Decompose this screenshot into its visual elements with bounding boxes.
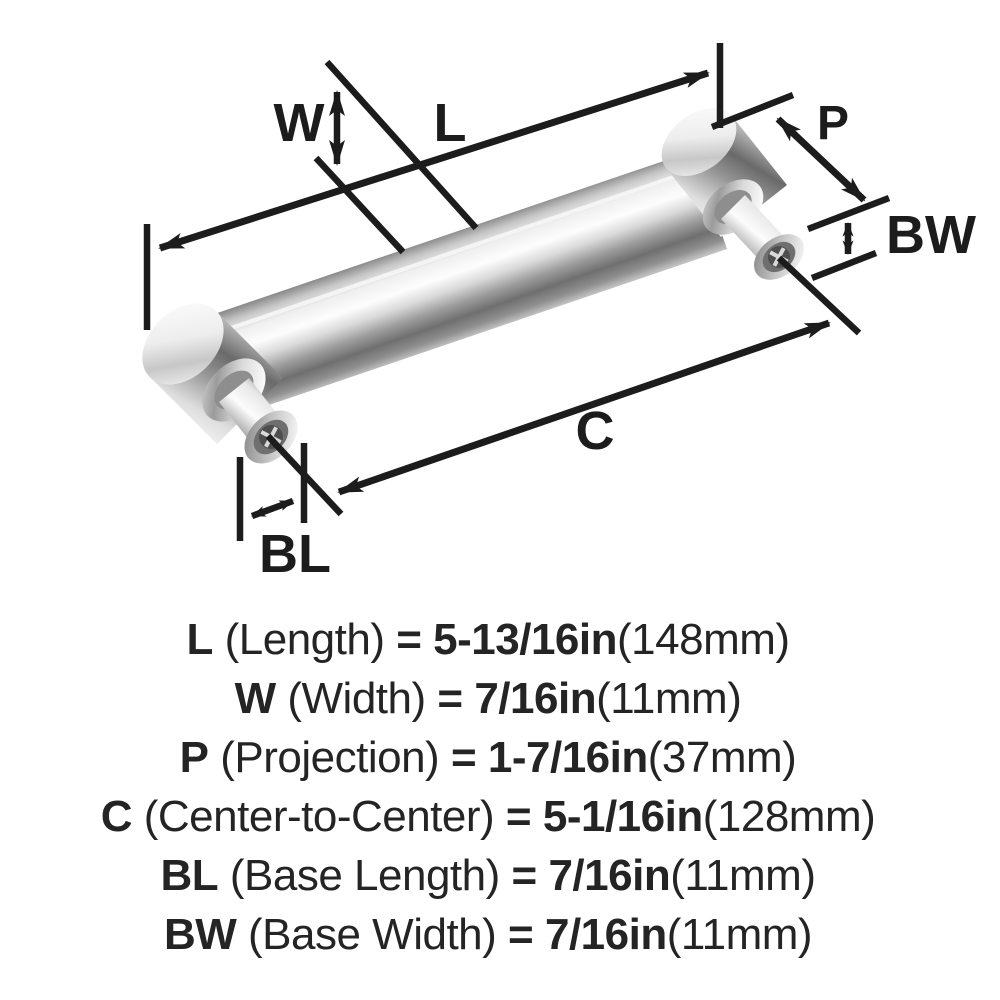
center-dimension-arrow <box>337 319 831 496</box>
base-width-tick-bottom <box>810 249 878 282</box>
spec-value: 5-13/16in <box>433 615 617 664</box>
spec-abbr: L <box>186 615 213 664</box>
dimension-annotations: L W P BW C BL <box>143 43 976 584</box>
spec-name: (Projection) <box>220 733 440 782</box>
projection-tick-bottom <box>806 194 891 233</box>
projection-label: P <box>817 97 849 150</box>
spec-metric: (11mm) <box>596 674 742 723</box>
equals-sign: = <box>450 733 477 782</box>
spec-abbr: P <box>179 733 209 782</box>
spec-metric: (11mm) <box>670 851 816 900</box>
equals-sign: = <box>437 674 463 723</box>
base-length-dimension-arrow <box>250 497 295 520</box>
left-bell-face <box>142 303 224 385</box>
center-to-center-label: C <box>576 401 615 461</box>
width-label: W <box>274 93 325 153</box>
spec-abbr: C <box>100 792 133 841</box>
spec-abbr: BW <box>163 910 237 959</box>
spec-value: 1-7/16in <box>487 733 648 782</box>
projection-dimension-arrow <box>775 116 867 203</box>
equals-sign: = <box>511 851 538 900</box>
base-width-label: BW <box>886 205 976 265</box>
width-tick-bottom <box>313 155 406 255</box>
spec-value: 7/16in <box>474 674 597 723</box>
spec-abbr: W <box>234 674 277 723</box>
spec-line-base-length: BL (Base Length) = 7/16in(11mm) <box>0 846 976 905</box>
equals-sign: = <box>505 792 532 841</box>
spec-line-width: W (Width) = 7/16in(11mm) <box>0 669 976 728</box>
pull-handle-dimension-drawing: L W P BW C BL <box>142 43 976 584</box>
length-label: L <box>434 93 467 153</box>
spec-metric: (128mm) <box>702 792 876 841</box>
base-length-label: BL <box>259 524 331 584</box>
spec-name: (Base Width) <box>248 910 497 959</box>
spec-abbr: BL <box>160 851 219 900</box>
spec-value: 5-1/16in <box>542 792 703 841</box>
equals-sign: = <box>396 615 422 664</box>
equals-sign: = <box>508 910 534 959</box>
spec-name: (Base Length) <box>229 851 500 900</box>
spec-line-projection: P (Projection) = 1-7/16in(37mm) <box>0 728 976 787</box>
dimension-spec-list: L (Length) = 5-13/16in(148mm) W (Width) … <box>0 610 1000 964</box>
center-extension-right <box>776 255 862 336</box>
spec-line-base-width: BW (Base Width) = 7/16in(11mm) <box>0 905 976 964</box>
spec-name: (Center-to-Center) <box>143 792 495 841</box>
spec-line-length: L (Length) = 5-13/16in(148mm) <box>0 610 976 669</box>
spec-metric: (148mm) <box>617 615 790 664</box>
width-tick-top <box>324 59 479 231</box>
spec-metric: (11mm) <box>666 910 813 959</box>
length-dimension-arrow <box>158 69 710 252</box>
spec-value: 7/16in <box>544 910 667 959</box>
spec-metric: (37mm) <box>647 733 797 782</box>
spec-line-center-to-center: C (Center-to-Center) = 5-1/16in(128mm) <box>0 787 976 846</box>
spec-name: (Length) <box>224 615 385 664</box>
projection-tick-top <box>710 91 795 131</box>
spec-name: (Width) <box>287 674 426 723</box>
spec-value: 7/16in <box>548 851 671 900</box>
